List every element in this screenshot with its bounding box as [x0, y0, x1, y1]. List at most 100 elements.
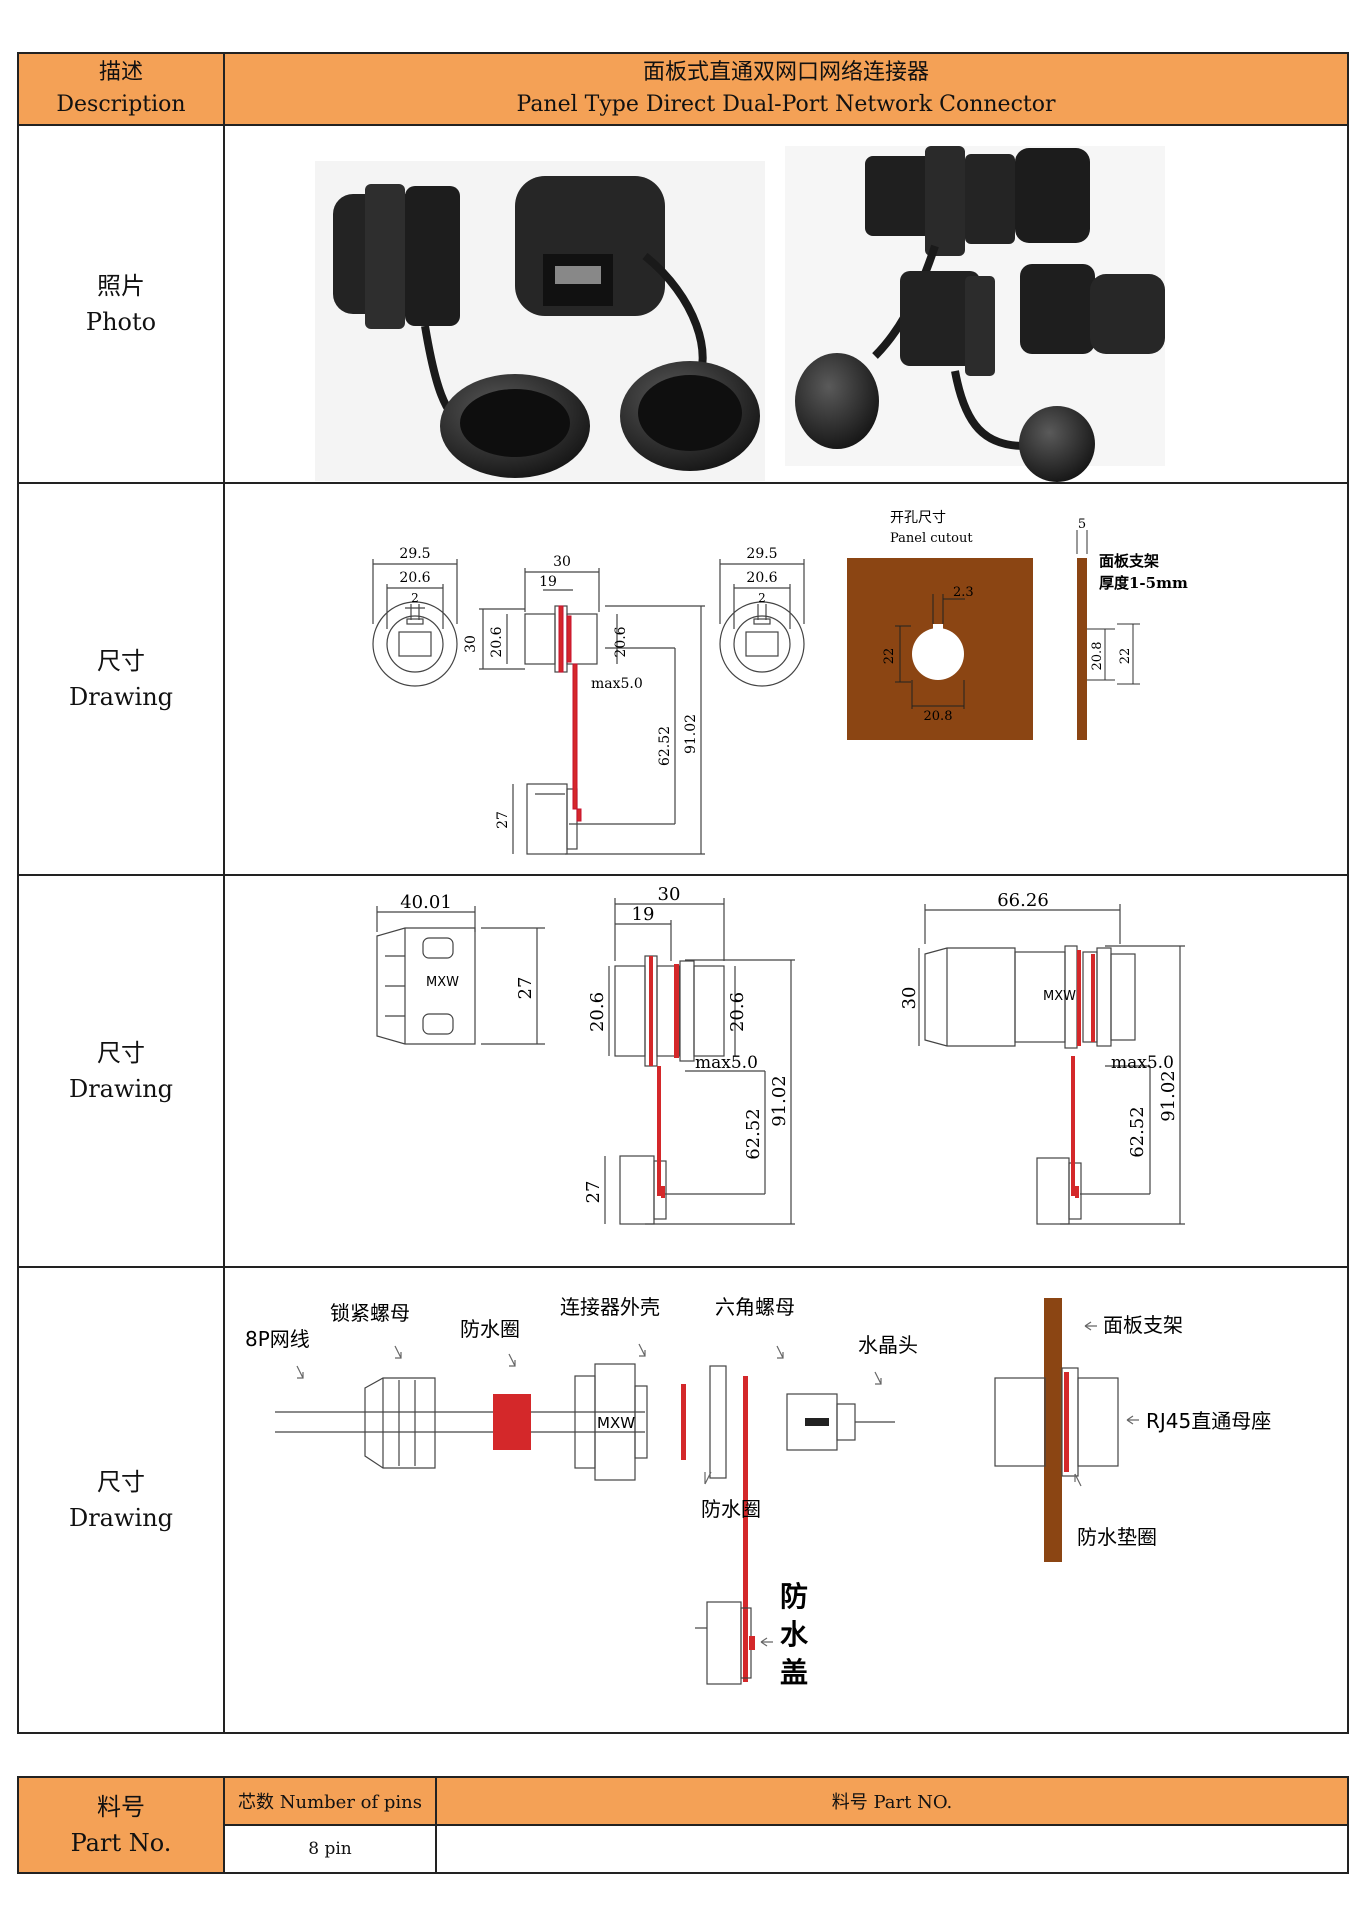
mid-max-dim: max5.0 [695, 1053, 758, 1073]
assembled-width-dim: 66.26 [997, 890, 1049, 911]
bracket-h1-dim: 20.8 [1090, 642, 1105, 671]
lock-nut-view [376, 906, 545, 1045]
partno-label-cn: 料号 [97, 1793, 145, 1821]
cutout-width-dim: 20.8 [924, 709, 953, 724]
cutout-crosshair [932, 648, 944, 660]
drawing3-svg: MXW [245, 1295, 1271, 1689]
lock-nut-width: 40.01 [400, 892, 452, 913]
photo-row: 照片 Photo [17, 124, 1349, 484]
assembled-offset-dim: 62.52 [1127, 1106, 1148, 1158]
label-cap-1: 防 [780, 1580, 808, 1613]
photo-label-cell: 照片 Photo [17, 124, 225, 484]
label-cap-3: 盖 [780, 1656, 808, 1689]
exploded-logo: MXW [597, 1414, 635, 1432]
front1-key-dim: 2 [411, 591, 419, 605]
pins-header: 芯数 Number of pins [223, 1776, 437, 1826]
label-plug: 水晶头 [858, 1333, 918, 1357]
side1-max-dim: max5.0 [591, 676, 643, 692]
exploded-seal-ring [493, 1394, 531, 1450]
front1-outer-dim: 29.5 [399, 546, 430, 562]
assembled-view [918, 904, 1185, 1225]
front2-inner-dim: 20.6 [746, 570, 777, 586]
cutout-height-dim: 22 [882, 648, 897, 665]
assembled-total-dim: 91.02 [1158, 1070, 1179, 1122]
exploded-panel [1044, 1298, 1062, 1562]
mid-red-seal [649, 956, 679, 1198]
mid-sub-dim: 19 [632, 904, 655, 925]
drawing3-cell: MXW [223, 1266, 1349, 1734]
side1-sub-dim: 19 [539, 574, 557, 590]
label-cable: 8P网线 [245, 1327, 310, 1351]
mid-offset-dim: 62.52 [743, 1108, 764, 1160]
label-seal-ring: 防水圈 [460, 1317, 520, 1341]
partno-header-row: 料号 Part No. 芯数 Number of pins 料号 Part NO… [17, 1776, 1349, 1874]
drawing2-label-cell: 尺寸 Drawing [17, 874, 225, 1268]
drawing-row-1: 尺寸 Drawing 29.5 20.6 [17, 482, 1349, 876]
side-view-1 [479, 568, 705, 855]
side1-height-dim: 30 [463, 635, 479, 653]
header-row: 描述 Description 面板式直通双网口网络连接器 Panel Type … [17, 52, 1349, 126]
exploded-seal-ring-2 [681, 1384, 686, 1460]
drawing1-cell: 29.5 20.6 2 [223, 482, 1349, 876]
bracket-note-1: 面板支架 [1099, 552, 1159, 570]
photo-connector-right-parts [900, 264, 1165, 481]
cutout-title-cn: 开孔尺寸 [890, 510, 946, 526]
cutout-dim-lines [895, 594, 965, 709]
cutout-key-dim: 2.3 [953, 585, 974, 600]
label-seal-ring-2: 防水圈 [701, 1497, 761, 1521]
bracket-h2-dim: 22 [1118, 648, 1133, 665]
front2-outer-dim: 29.5 [746, 546, 777, 562]
header-description-cell: 描述 Description [17, 52, 225, 126]
pins-value: 8 pin [223, 1824, 437, 1874]
header-right-cn: 面板式直通双网口网络连接器 [642, 60, 929, 85]
assembled-height-dim: 30 [899, 987, 920, 1010]
part-value [435, 1824, 1349, 1874]
partno-label-cell: 料号 Part No. [17, 1776, 225, 1874]
mid-total-dim: 91.02 [769, 1075, 790, 1127]
jack-gasket [1064, 1372, 1069, 1472]
assembled-logo: MXW [1043, 989, 1076, 1004]
photo-connector-right-assembled [795, 146, 1090, 449]
mid-thread-right: 20.6 [727, 992, 748, 1032]
bracket-thk-dim: 5 [1078, 517, 1086, 532]
bracket-note-2: 厚度1-5mm [1099, 574, 1188, 592]
drawing2-svg: MXW 40.01 27 [376, 884, 1185, 1225]
photo-cell [223, 124, 1349, 484]
drawing3-label-cell: 尺寸 Drawing [17, 1266, 225, 1734]
bracket-profile [1077, 558, 1087, 740]
photo-label-cn: 照片 [97, 272, 145, 300]
front-view-1 [372, 559, 458, 687]
header-title-cell: 面板式直通双网口网络连接器 Panel Type Direct Dual-Por… [223, 52, 1349, 126]
part-header: 料号 Part NO. [435, 1776, 1349, 1826]
drawing3-label-en: Drawing [68, 1504, 174, 1532]
side1-thread-left: 20.6 [489, 626, 505, 657]
bracket-dim-lines [1076, 530, 1140, 685]
header-right-en: Panel Type Direct Dual-Port Network Conn… [516, 92, 1056, 117]
side1-cap-dim: 27 [495, 811, 511, 829]
drawing1-svg: 29.5 20.6 2 [372, 510, 1188, 855]
exploded-cap-strap [743, 1376, 748, 1682]
side1-top-dim: 30 [553, 554, 571, 570]
side1-thread-right: 20.6 [613, 626, 629, 657]
drawing1-label-cn: 尺寸 [97, 647, 145, 675]
exploded-cap [695, 1601, 752, 1685]
exploded-jack [994, 1367, 1119, 1477]
assembled-red-seal [1071, 950, 1095, 1198]
drawing2-label-cn: 尺寸 [97, 1039, 145, 1067]
plug-contact [805, 1418, 829, 1426]
side1-red-seal [558, 605, 582, 822]
side1-total-dim: 91.02 [683, 714, 699, 754]
partno-section: 料号 Part No. 芯数 Number of pins 料号 Part NO… [17, 1776, 1349, 1874]
partno-value-row: 8 pin [18, 1824, 1349, 1874]
front2-key-dim: 2 [758, 591, 766, 605]
product-photo [315, 146, 1165, 481]
drawing-row-2: 尺寸 Drawing MXW 40.01 27 [17, 874, 1349, 1268]
partno-table: 料号 Part No. 芯数 Number of pins 料号 Part NO… [17, 1776, 1349, 1874]
assembled-max-dim: max5.0 [1111, 1053, 1174, 1073]
label-lock-nut: 锁紧螺母 [330, 1301, 410, 1325]
drawing1-label-cell: 尺寸 Drawing [17, 482, 225, 876]
spec-sheet: 描述 Description 面板式直通双网口网络连接器 Panel Type … [17, 52, 1349, 1734]
label-housing: 连接器外壳 [560, 1295, 660, 1319]
mid-side-view [604, 898, 795, 1225]
exploded-cable [275, 1363, 895, 1481]
